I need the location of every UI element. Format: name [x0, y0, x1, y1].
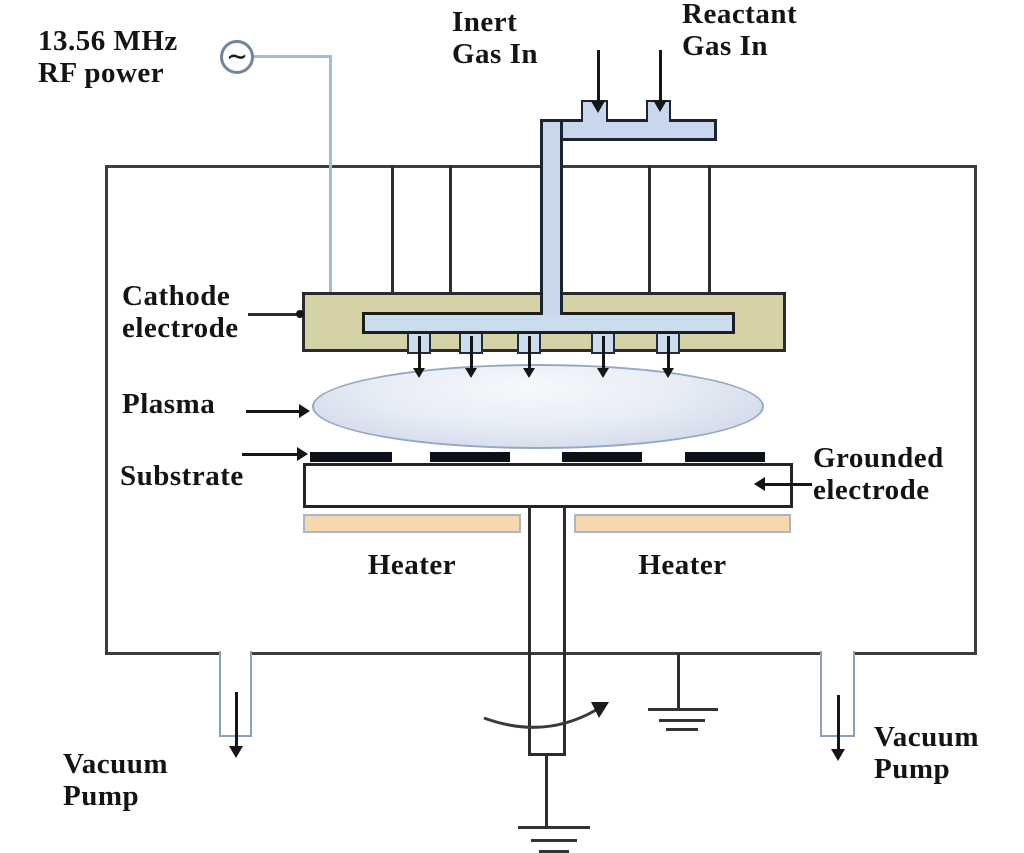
substrate-wafer — [562, 452, 642, 462]
rf-power-line1: 13.56 MHz — [38, 25, 178, 57]
arrow-shaft — [764, 483, 812, 486]
showerhead — [362, 312, 735, 334]
arrow-shaft — [658, 50, 662, 102]
arrow-head — [652, 100, 667, 112]
plasma-label: Plasma — [122, 388, 216, 420]
heater-left-label: Heater — [367, 549, 457, 581]
gas-flow-arrow — [464, 336, 477, 378]
gas-flow-arrow — [522, 336, 535, 378]
arrow-shaft — [417, 336, 421, 369]
heater-right — [574, 514, 791, 533]
vacuum-left-line2: Pump — [63, 780, 140, 812]
gas-flow-arrow — [661, 336, 674, 378]
arrow-shaft — [601, 336, 605, 369]
reactant-gas-arrow — [652, 50, 667, 112]
ground-symbol-stem — [518, 826, 590, 829]
substrate-wafer — [430, 452, 510, 462]
arrow-head — [412, 368, 425, 378]
arrow-head — [299, 404, 310, 418]
grounded-line2: electrode — [813, 474, 930, 506]
ground-symbol-right — [659, 719, 705, 722]
arrow-shaft — [246, 410, 300, 413]
arrow-head — [596, 368, 609, 378]
support-rod — [648, 165, 651, 294]
arrow-head — [661, 368, 674, 378]
heater-right-label: Heater — [638, 549, 727, 581]
gas-flow-arrow — [596, 336, 609, 378]
substrate-stem — [528, 508, 566, 756]
heater-left — [303, 514, 521, 533]
ground-lead-right — [677, 653, 680, 709]
grounded-electrode-plate — [303, 463, 793, 508]
gas-flow-arrow — [412, 336, 425, 378]
arrow-shaft — [527, 336, 531, 369]
rf-line-horizontal — [253, 55, 332, 58]
gas-feed-pipe — [540, 119, 563, 315]
vacuum-left-line1: Vacuum — [63, 748, 169, 780]
cathode-line2: electrode — [122, 312, 239, 344]
rf-line-vertical — [329, 56, 332, 294]
ground-symbol-right — [666, 728, 698, 731]
reactant-gas-line1: Reactant — [682, 0, 798, 30]
arrow-head — [591, 702, 609, 718]
arrow-shaft — [666, 336, 670, 369]
inert-gas-line1: Inert — [452, 6, 518, 38]
vacuum-flow-arrow-right — [830, 695, 845, 761]
substrate-wafer — [310, 452, 392, 462]
ground-symbol-right — [648, 708, 718, 711]
arrow-head — [228, 746, 243, 758]
support-rod — [449, 165, 452, 294]
ground-lead-stem — [545, 755, 548, 828]
arrow-shaft — [836, 695, 840, 751]
plasma-cloud — [312, 364, 764, 449]
reactant-gas-label: Reactant Gas In — [682, 0, 797, 62]
rotation-arrow — [483, 702, 609, 729]
vacuum-pump-right-label: Vacuum Pump — [874, 721, 979, 785]
support-rod — [708, 165, 711, 294]
rotation-arc — [483, 708, 597, 729]
arrow-shaft — [234, 692, 238, 748]
arrow-shaft — [596, 50, 600, 103]
ac-source-icon: ∼ — [220, 40, 254, 74]
reactant-gas-line2: Gas In — [682, 30, 769, 62]
substrate-label: Substrate — [120, 460, 244, 492]
arrow-head — [464, 368, 477, 378]
arrow-shaft — [469, 336, 473, 369]
inert-gas-label: Inert Gas In — [452, 6, 538, 70]
vacuum-flow-arrow-left — [228, 692, 243, 758]
rf-power-line2: RF power — [38, 57, 165, 89]
arrow-head — [297, 447, 308, 461]
grounded-line1: Grounded — [813, 442, 944, 474]
ac-wave-glyph: ∼ — [226, 42, 248, 71]
grounded-electrode-label: Grounded electrode — [813, 442, 944, 506]
plasma-pointer-arrow — [246, 404, 310, 418]
cathode-line1: Cathode — [122, 280, 231, 312]
rf-power-label: 13.56 MHz RF power — [38, 25, 178, 89]
inert-gas-line2: Gas In — [452, 38, 539, 70]
cathode-pointer-dot — [296, 310, 304, 318]
arrow-shaft — [242, 453, 298, 456]
ground-symbol-stem — [539, 850, 569, 853]
arrow-head — [830, 749, 845, 761]
arrow-head — [754, 477, 765, 491]
inert-gas-arrow — [590, 50, 605, 113]
vacuum-right-line1: Vacuum — [874, 721, 980, 753]
arrow-head — [590, 101, 605, 113]
vacuum-right-line2: Pump — [874, 753, 951, 785]
gas-manifold — [540, 119, 717, 141]
cathode-label: Cathode electrode — [122, 280, 239, 344]
support-rod — [391, 165, 394, 294]
cathode-pointer-line — [248, 313, 302, 316]
vacuum-pump-left-label: Vacuum Pump — [63, 748, 168, 812]
grounded-electrode-pointer-arrow — [754, 477, 812, 491]
substrate-wafer — [685, 452, 765, 462]
arrow-head — [522, 368, 535, 378]
ground-symbol-stem — [531, 839, 577, 842]
substrate-pointer-arrow — [242, 447, 308, 461]
